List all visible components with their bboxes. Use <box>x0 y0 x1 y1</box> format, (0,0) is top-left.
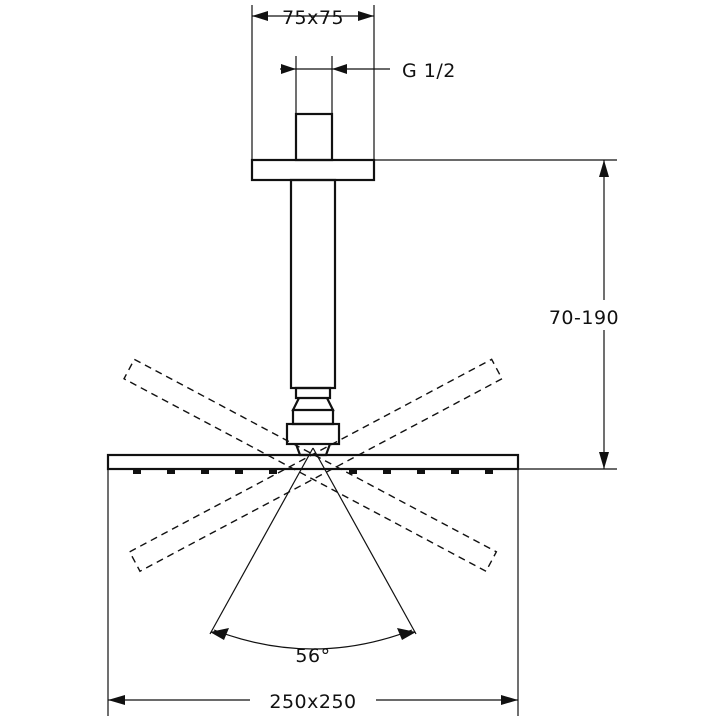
angle-line-right <box>312 447 417 635</box>
flange-size-label: 75x75 <box>282 7 344 29</box>
shower-head-plate <box>106 453 520 471</box>
tilted-head-left <box>123 358 498 573</box>
thread-arrow-left <box>281 64 296 74</box>
arm-length-label: 70-190 <box>549 307 619 329</box>
angle-arrow-right <box>397 628 416 640</box>
head-arrow-left <box>108 695 125 705</box>
thread-arrow-right <box>332 64 347 74</box>
arm-joint <box>291 386 335 426</box>
angle-arc <box>213 629 413 650</box>
arm-arrow-top <box>599 160 609 177</box>
ball-neck <box>294 443 332 457</box>
head-label-gap <box>250 688 376 712</box>
head-arrow-right <box>501 695 518 705</box>
thread-label: G 1/2 <box>402 60 456 82</box>
thread-connector <box>294 112 334 162</box>
head-size-label: 250x250 <box>269 691 356 713</box>
nozzle-row <box>133 469 493 474</box>
angle-line-left <box>209 447 314 635</box>
flange-arrow-right <box>358 11 374 21</box>
swivel-ball <box>285 422 341 446</box>
angle-arrow-left <box>210 628 229 640</box>
ceiling-flange <box>250 158 376 182</box>
tilt-angle-label: 56° <box>295 645 330 667</box>
flange-arrow-left <box>252 11 268 21</box>
arm-arrow-bottom <box>599 452 609 469</box>
shower-arm <box>289 178 337 390</box>
arm-label-gap <box>540 300 630 330</box>
tilted-head-right <box>128 358 503 573</box>
